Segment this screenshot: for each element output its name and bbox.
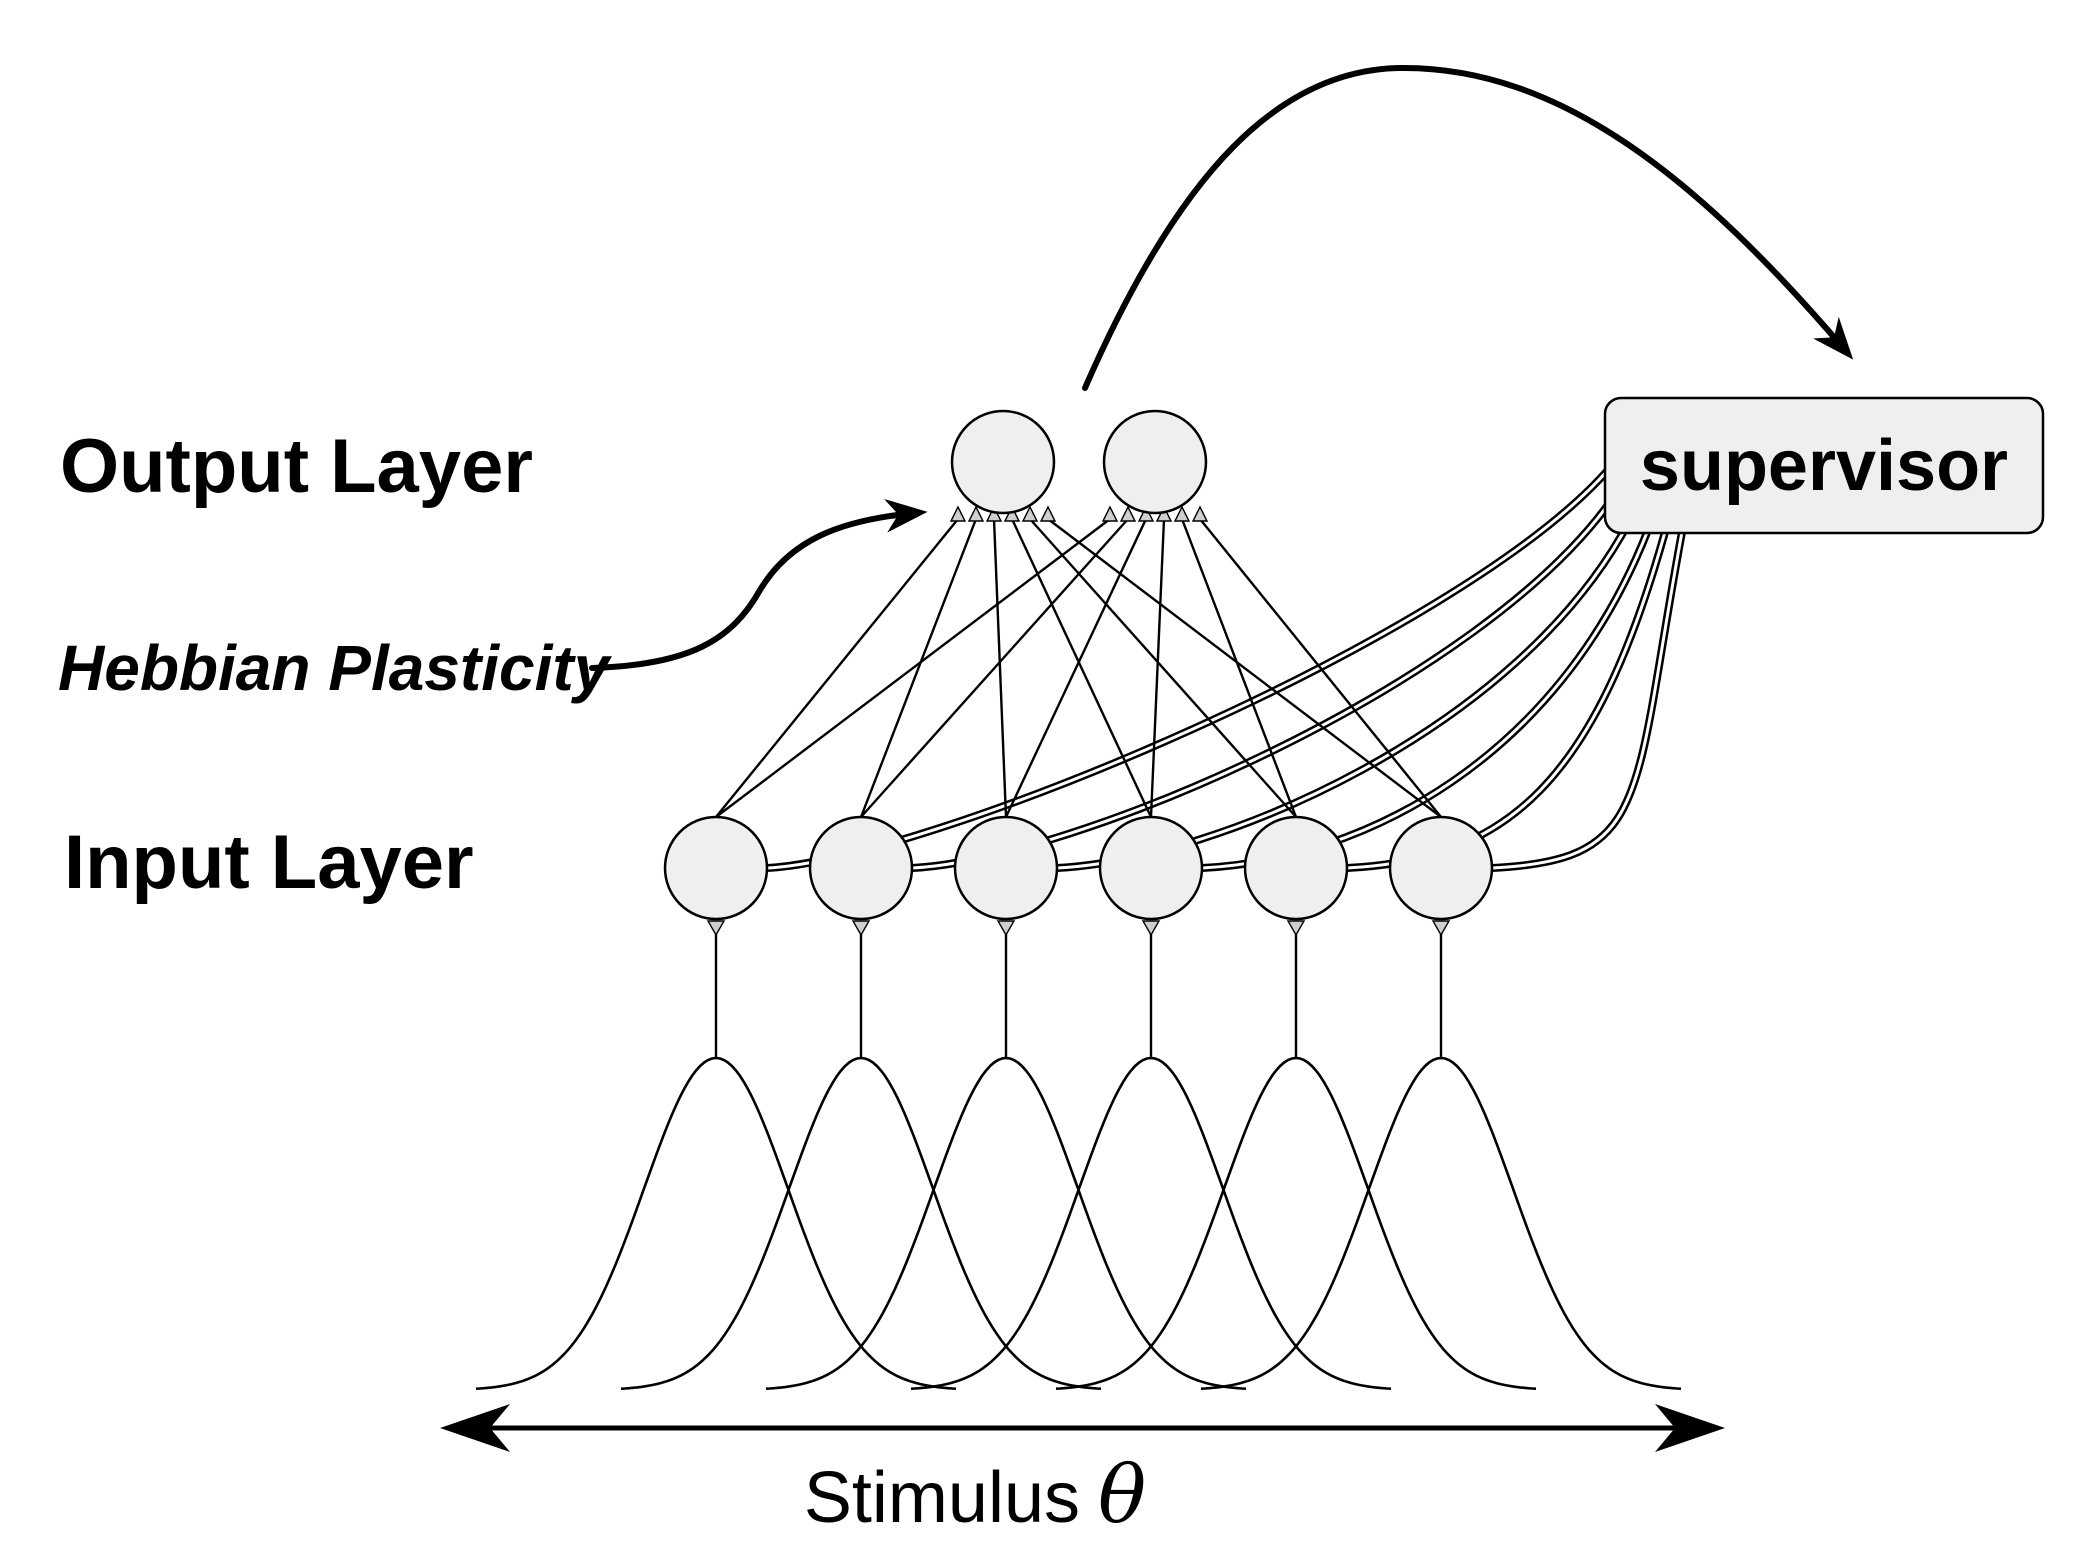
stimulus-axis-left-arrowhead xyxy=(440,1404,510,1452)
supervisor-box xyxy=(1603,396,2045,535)
synapse xyxy=(967,505,985,522)
output-neuron xyxy=(1102,409,1208,515)
synapse xyxy=(1191,505,1209,522)
synapse xyxy=(985,505,1003,522)
tuning-curve xyxy=(620,1056,1102,1390)
synapse xyxy=(1003,505,1021,522)
stimulus-axis-right-arrowhead xyxy=(1655,1404,1725,1452)
supervisor-connection-core xyxy=(766,469,1610,870)
synapse xyxy=(1137,505,1155,522)
supervisor-connections xyxy=(766,467,1686,872)
hebbian-arrow xyxy=(589,499,928,671)
feedforward-connection xyxy=(1047,518,1442,818)
synapse xyxy=(1119,505,1137,522)
feedforward-connection xyxy=(715,518,1111,818)
tuning-curves xyxy=(475,1056,1682,1390)
input-neuron xyxy=(1243,815,1349,921)
feedforward-connection xyxy=(1199,518,1442,818)
supervisor-connection-core xyxy=(1491,531,1684,870)
feedforward-connection xyxy=(860,518,1129,818)
tuning-curve xyxy=(910,1056,1392,1390)
tuning-curve xyxy=(1200,1056,1682,1390)
tuning-curve xyxy=(475,1056,957,1390)
synapse xyxy=(1155,505,1173,522)
supervisor-label: supervisor xyxy=(1640,426,2008,506)
stimulus-label: Stimulus xyxy=(804,1458,1080,1538)
input-neuron xyxy=(1098,815,1204,921)
synapse xyxy=(1101,505,1119,522)
axon-terminal xyxy=(996,920,1016,937)
feedforward-connections xyxy=(715,518,1442,818)
input-layer-label: Input Layer xyxy=(64,820,474,905)
input-neuron xyxy=(953,815,1059,921)
axon-terminal xyxy=(1141,920,1161,937)
supervisor-connection xyxy=(766,467,1611,872)
feedforward-connection xyxy=(992,518,1008,818)
input-layer-neurons xyxy=(663,815,1494,921)
output-layer-neurons xyxy=(950,409,1208,515)
tuning-curve xyxy=(765,1056,1247,1390)
feedforward-connection xyxy=(715,518,959,818)
input-neuron xyxy=(1388,815,1494,921)
input-neuron xyxy=(663,815,769,921)
feedforward-connection xyxy=(1180,518,1298,818)
feedforward-connection xyxy=(859,518,978,818)
output-to-supervisor-arrow xyxy=(1082,64,1854,391)
feedforward-connection xyxy=(1010,518,1153,818)
output-neuron xyxy=(950,409,1056,515)
synapses xyxy=(949,505,1209,522)
input-axons xyxy=(706,920,1451,1058)
hebbian-plasticity-label: Hebbian Plasticity xyxy=(58,632,613,704)
feedforward-connection xyxy=(1029,518,1297,818)
axon-terminal xyxy=(706,920,726,937)
synapse xyxy=(1021,505,1039,522)
axon-terminal xyxy=(851,920,871,937)
axon-terminal xyxy=(1286,920,1306,937)
feedforward-connection xyxy=(1004,518,1148,818)
tuning-curve xyxy=(1055,1056,1537,1390)
synapse xyxy=(949,505,967,522)
input-neuron xyxy=(808,815,914,921)
axon-terminal xyxy=(1431,920,1451,937)
synapse xyxy=(1039,505,1057,522)
feedforward-connection xyxy=(1149,518,1166,818)
output-layer-label: Output Layer xyxy=(60,424,533,509)
stimulus-theta-symbol: θ xyxy=(1098,1448,1146,1541)
synapse xyxy=(1173,505,1191,522)
